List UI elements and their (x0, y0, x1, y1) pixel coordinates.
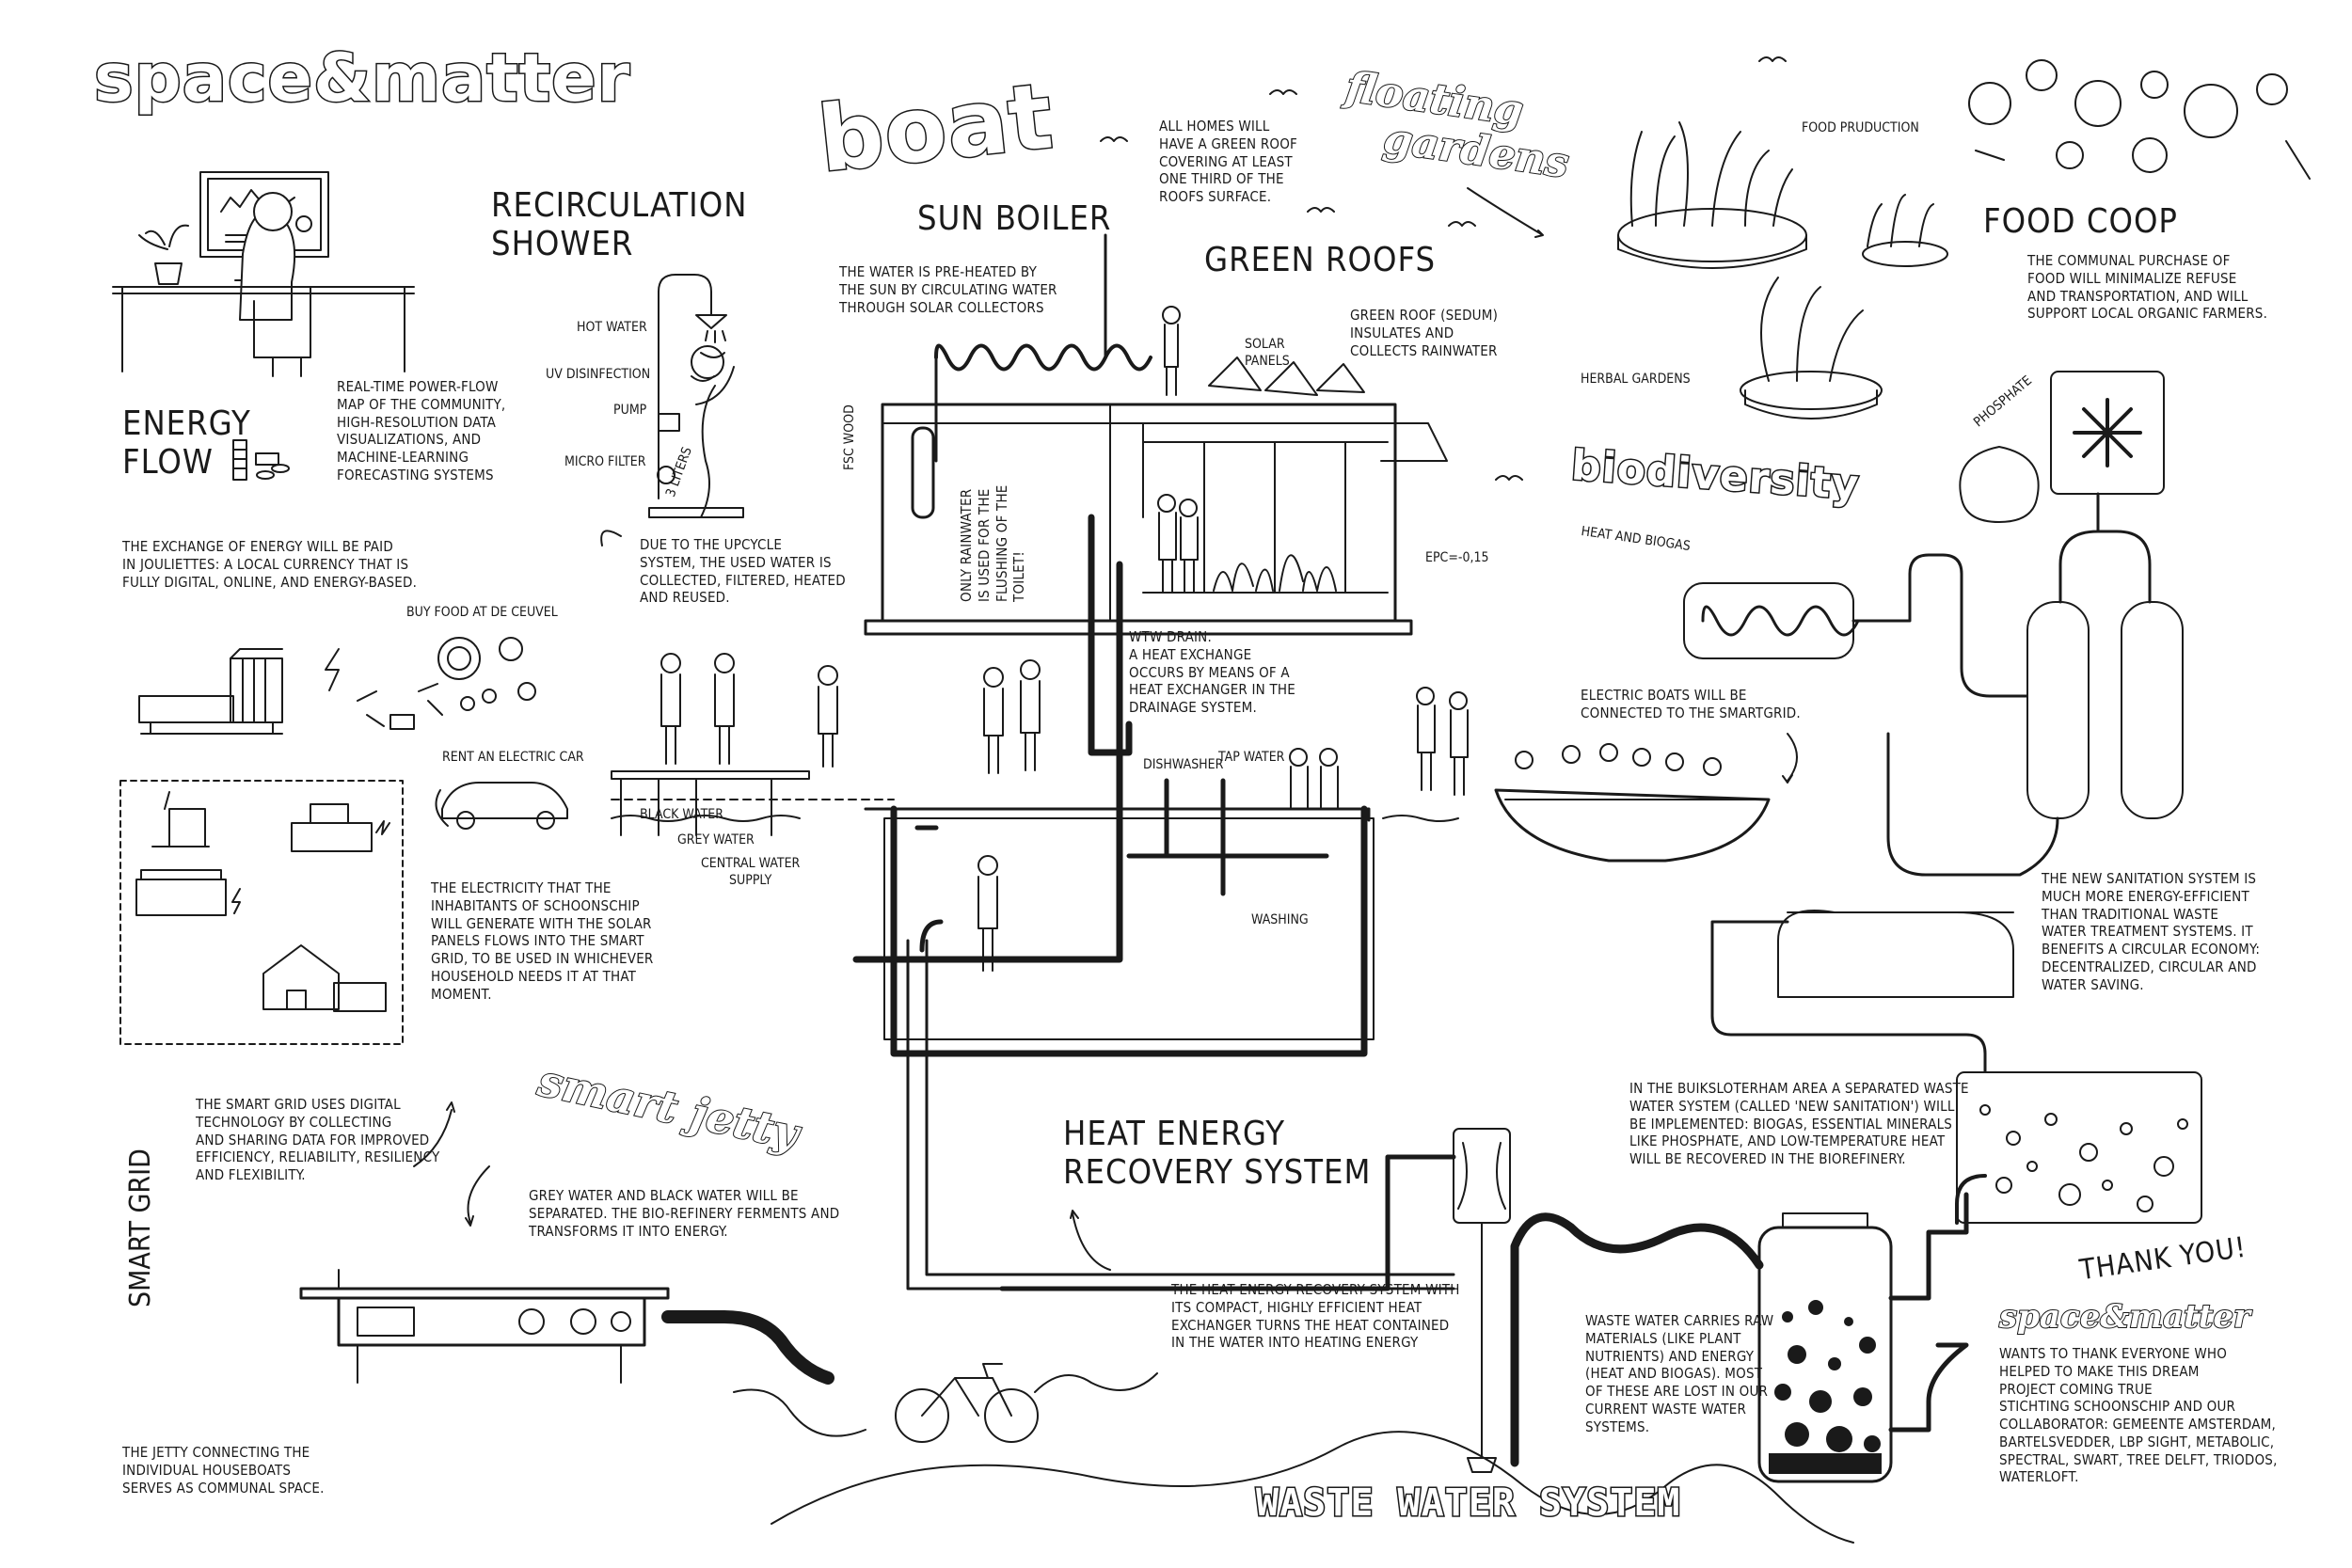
biorefinery-tank (1757, 1212, 1893, 1483)
shower-icon (648, 274, 744, 518)
houseboat-icon (138, 648, 340, 735)
phosphate-bag-icon (1959, 371, 2165, 523)
solar-panels-label: SOLAR PANELS (1245, 337, 1290, 369)
sun-boiler-text: THE WATER IS PRE-HEATED BY THE SUN BY CI… (839, 263, 1057, 316)
food-icon (357, 637, 536, 730)
electric-car-icon (435, 782, 568, 830)
grey-water-label: GREY WATER (677, 832, 755, 847)
electric-boat-icon (1494, 743, 1771, 863)
jetty-deck (611, 770, 810, 836)
buiksloterham-text: IN THE BUIKSLOTERHAM AREA A SEPARATED WA… (1629, 1080, 1969, 1167)
floating-garden-icon (1617, 121, 1948, 420)
house-section (611, 233, 1459, 1057)
food-coop-text: THE COMMUNAL PURCHASE OF FOOD WILL MINIM… (2027, 252, 2268, 323)
biogas-system (1683, 492, 2202, 1224)
dishwasher-label: DISHWASHER (1143, 757, 1224, 772)
footer-logo: space&matter (1998, 1297, 2251, 1337)
smart-grid-text: THE SMART GRID USES DIGITAL TECHNOLOGY B… (196, 1096, 440, 1183)
sun-boiler-heading: SUN BOILER (917, 199, 1112, 238)
seabed (771, 1431, 1854, 1544)
bicycle-icon (895, 1363, 1039, 1443)
waste-water-title: WASTE WATER SYSTEM (1254, 1481, 1681, 1527)
waste-hose (1510, 1212, 1764, 1467)
black-water-label: BLACK WATER (640, 807, 724, 822)
grey-black-text: GREY WATER AND BLACK WATER WILL BE SEPAR… (529, 1187, 840, 1240)
green-roofs-heading: GREEN ROOFS (1204, 241, 1437, 279)
electric-boats-text: ELECTRIC BOATS WILL BE CONNECTED TO THE … (1581, 687, 1801, 721)
sanitation-text: THE NEW SANITATION SYSTEM IS MUCH MORE E… (2042, 870, 2261, 993)
smart-grid-icon (119, 780, 404, 1045)
smart-grid-vertical: SMART GRID (124, 1148, 157, 1307)
food-production-label: FOOD PRUDUCTION (1802, 120, 1919, 135)
dishes-icon (1968, 59, 2311, 180)
energy-flow-heading: ENERGY FLOW (122, 404, 251, 483)
recirculation-heading: RECIRCULATION SHOWER (491, 186, 748, 264)
people-figures (660, 306, 1469, 972)
exchange-text: THE EXCHANGE OF ENERGY WILL BE PAID IN J… (122, 538, 418, 591)
arrow-icon (1467, 187, 1544, 238)
heat-exchanger-icon (999, 1128, 1511, 1473)
birds-icon (1100, 56, 1787, 481)
wtw-text: WTW DRAIN. A HEAT EXCHANGE OCCURS BY MEA… (1129, 628, 1295, 716)
green-roof-all-text: ALL HOMES WILL HAVE A GREEN ROOF COVERIN… (1159, 118, 1298, 205)
uv-label: UV DISINFECTION (546, 367, 651, 382)
thanks-text: WANTS TO THANK EVERYONE WHO HELPED TO MA… (1999, 1345, 2278, 1486)
bubbles (1979, 1104, 2188, 1212)
real-time-text: REAL-TIME POWER-FLOW MAP OF THE COMMUNIT… (337, 378, 506, 483)
heat-recovery-text: THE HEAT ENERGY RECOVERY SYSTEM WITH ITS… (1171, 1281, 1460, 1352)
rainwater-text: ONLY RAINWATER IS USED FOR THE FLUSHING … (958, 484, 1028, 602)
epc-label: EPC=-0,15 (1425, 550, 1489, 565)
buy-food-label: BUY FOOD AT DE CEUVEL (406, 605, 558, 620)
hot-water-label: HOT WATER (577, 320, 647, 335)
rent-car-label: RENT AN ELECTRIC CAR (442, 750, 584, 765)
tap-water-label: TAP WATER (1218, 750, 1285, 765)
pump-label: PUMP (613, 403, 647, 418)
herbal-gardens-label: HERBAL GARDENS (1581, 372, 1691, 387)
jetty-text: THE JETTY CONNECTING THE INDIVIDUAL HOUS… (122, 1444, 325, 1497)
upcycle-text: DUE TO THE UPCYCLE SYSTEM, THE USED WATE… (640, 536, 846, 607)
central-water-label: CENTRAL WATER SUPPLY (701, 856, 801, 888)
washing-label: WASHING (1251, 912, 1309, 927)
waste-water-text: WASTE WATER CARRIES RAW MATERIALS (LIKE … (1585, 1312, 1774, 1435)
food-coop-heading: FOOD COOP (1983, 202, 2178, 241)
heat-energy-heading: HEAT ENERGY RECOVERY SYSTEM (1063, 1115, 1372, 1193)
electricity-text: THE ELECTRICITY THAT THE INHABITANTS OF … (431, 879, 654, 1003)
battery-icon (232, 439, 290, 481)
fsc-wood-label: FSC WOOD (842, 404, 857, 470)
micro-filter-label: MICRO FILTER (564, 454, 646, 469)
desk-workstation-icon (112, 171, 415, 377)
smart-jetty-icon (299, 1269, 834, 1385)
brand-logo: space&matter (92, 39, 631, 119)
green-roof-sedum-text: GREEN ROOF (SEDUM) INSULATES AND COLLECT… (1350, 307, 1499, 359)
